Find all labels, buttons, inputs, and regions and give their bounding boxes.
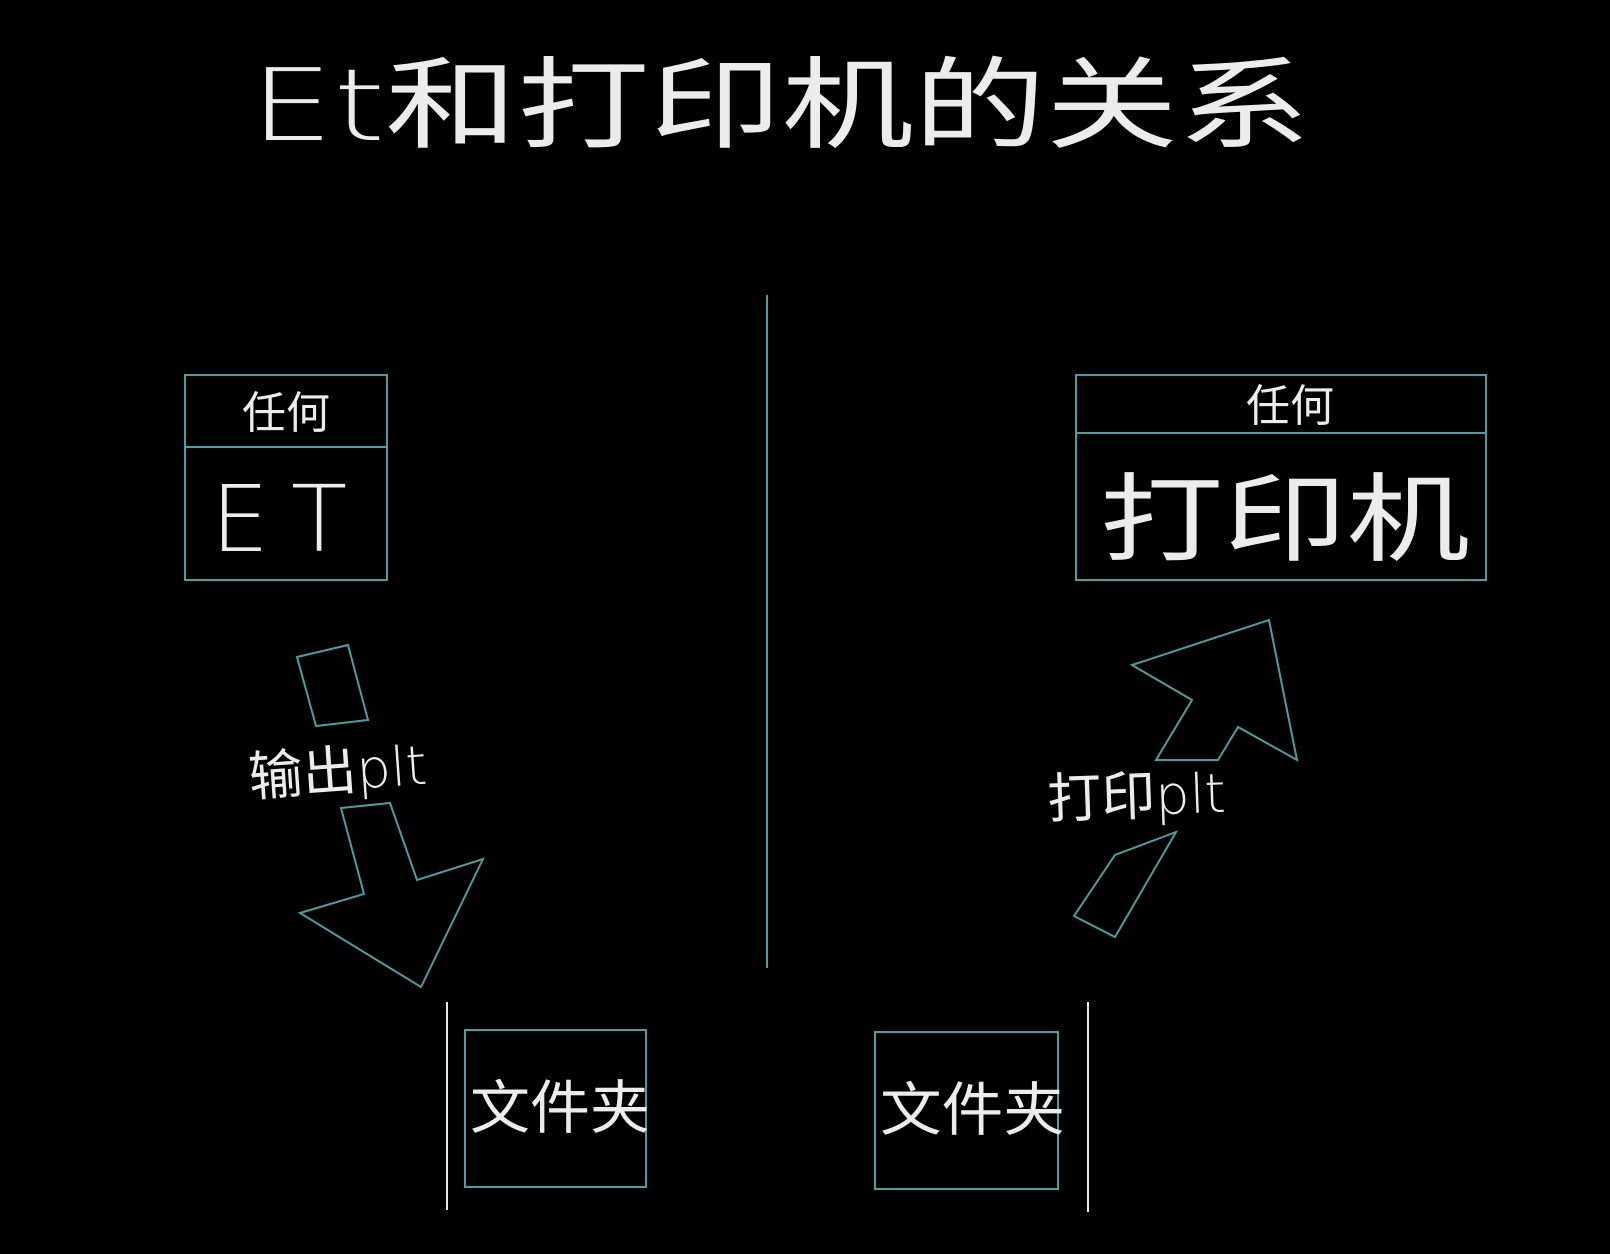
right-arrow-tail (1072, 830, 1179, 939)
left-folder: 文件夹 (446, 1002, 650, 1210)
left-arrow-label: 输出plt (247, 734, 429, 809)
left-box: 任何 ET (184, 374, 388, 581)
right-box: 任何 打印机 (1075, 374, 1487, 581)
right-box-frame (1075, 374, 1487, 581)
left-folder-label: 文件夹 (470, 1074, 650, 1142)
right-arrow-head (1129, 618, 1299, 762)
right-box-header: 任何 (1246, 381, 1334, 432)
left-arrow-head (297, 801, 485, 989)
right-folder: 文件夹 (874, 1002, 1089, 1212)
left-arrow: 输出plt (247, 643, 485, 989)
right-folder-frame (874, 1031, 1059, 1190)
right-arrow: 打印plt (1046, 618, 1299, 939)
diagram-title: Et和打印机的关系 (250, 47, 1310, 164)
left-box-body: ET (211, 466, 369, 573)
right-box-body: 打印机 (1100, 464, 1470, 576)
right-folder-label: 文件夹 (880, 1076, 1065, 1144)
left-box-header: 任何 (242, 388, 330, 439)
left-arrow-tail (295, 643, 370, 728)
left-box-frame (184, 374, 388, 581)
left-folder-frame (464, 1029, 647, 1188)
right-arrow-label: 打印plt (1046, 762, 1227, 831)
